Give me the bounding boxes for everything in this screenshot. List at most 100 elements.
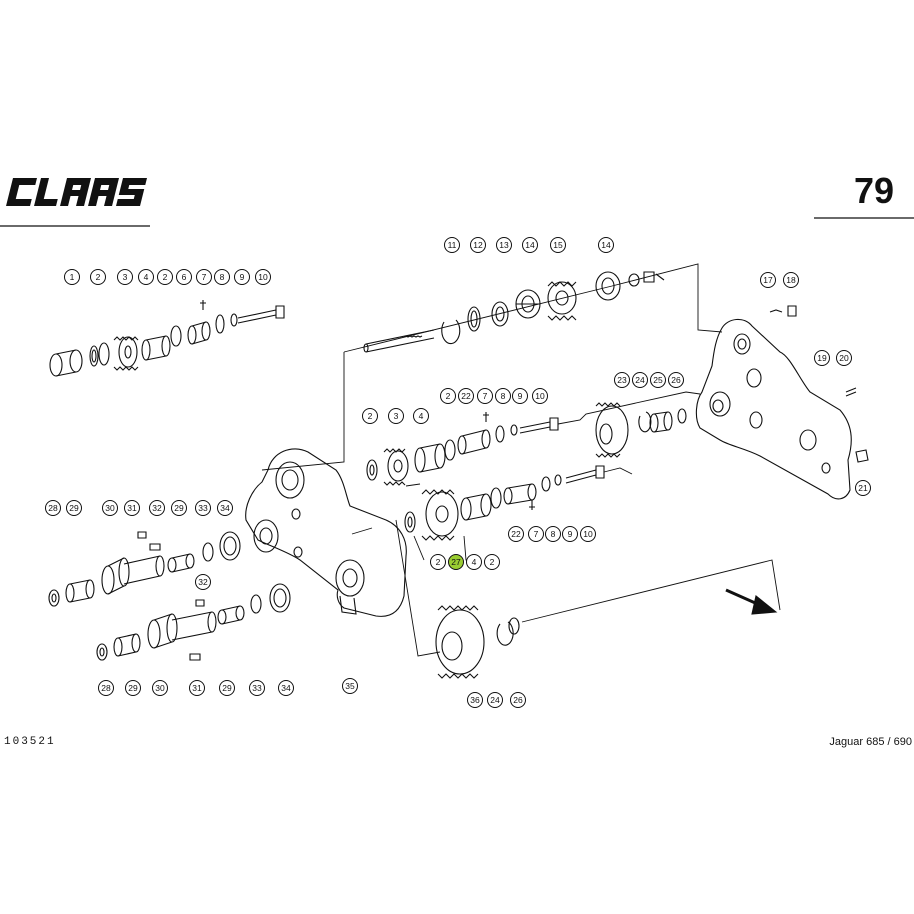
- callout-number: 24: [635, 375, 645, 385]
- claas-logo: [6, 178, 148, 206]
- callout-circle: [467, 692, 483, 708]
- callout-number: 9: [240, 272, 245, 282]
- callout-number: 4: [472, 557, 477, 567]
- callout-number: 13: [499, 240, 509, 250]
- callout-circle: [66, 500, 82, 516]
- callout-circle: [562, 526, 578, 542]
- callout-c38: 9: [562, 526, 578, 542]
- callout-circle: [550, 237, 566, 253]
- top-shaft-group: [363, 271, 665, 353]
- callout-number: 7: [483, 391, 488, 401]
- callout-circle: [487, 692, 503, 708]
- leader-lines: [261, 263, 781, 657]
- model-name: Jaguar 685 / 690: [829, 736, 912, 748]
- callout-c44: 28: [45, 500, 61, 516]
- callout-c30: 9: [512, 388, 528, 404]
- callout-circle: [783, 272, 799, 288]
- callout-c39: 10: [580, 526, 596, 542]
- callout-number: 14: [525, 240, 535, 250]
- callout-circle: [195, 500, 211, 516]
- callout-number: 2: [436, 557, 441, 567]
- callout-number: 25: [653, 375, 663, 385]
- lower-large-gear-group: [435, 605, 520, 679]
- callout-circle: [278, 680, 294, 696]
- callout-c62: 24: [487, 692, 503, 708]
- callout-number: 2: [163, 272, 168, 282]
- callout-circle: [440, 388, 456, 404]
- callout-c24: 25: [650, 372, 666, 388]
- callout-circle: [90, 269, 106, 285]
- callout-c61: 36: [467, 692, 483, 708]
- callout-circle: [814, 350, 830, 366]
- callout-number: 32: [198, 577, 208, 587]
- callout-c42: 4: [466, 554, 482, 570]
- callout-c47: 31: [124, 500, 140, 516]
- callout-number: 2: [368, 411, 373, 421]
- callout-circle: [458, 388, 474, 404]
- callout-circle: [413, 408, 429, 424]
- callout-number: 18: [786, 275, 796, 285]
- callout-number: 14: [601, 240, 611, 250]
- callout-c20: 20: [836, 350, 852, 366]
- callout-number: 12: [473, 240, 483, 250]
- callout-number: 8: [551, 529, 556, 539]
- callout-circle: [528, 526, 544, 542]
- callout-number: 3: [123, 272, 128, 282]
- callout-c2: 2: [90, 269, 106, 285]
- callout-number: 10: [258, 272, 268, 282]
- drawing-number: 103521: [4, 736, 56, 748]
- callout-number: 28: [48, 503, 58, 513]
- callout-c40: 2: [430, 554, 446, 570]
- right-cover-plate: [695, 305, 869, 500]
- callout-number: 19: [817, 353, 827, 363]
- callout-circle: [138, 269, 154, 285]
- callout-number: 26: [513, 695, 523, 705]
- callout-circle: [444, 237, 460, 253]
- callout-c3: 3: [117, 269, 133, 285]
- middle-lower-shaft-group: [404, 465, 605, 541]
- callout-c63: 26: [510, 692, 526, 708]
- main-gear-housing: [245, 448, 407, 617]
- callout-c19: 19: [814, 350, 830, 366]
- callout-number: 34: [281, 683, 291, 693]
- callout-c46: 30: [102, 500, 118, 516]
- callout-circle: [855, 480, 871, 496]
- callout-circle: [45, 500, 61, 516]
- callout-number: 27: [451, 557, 461, 567]
- callout-number: 6: [182, 272, 187, 282]
- callout-number: 1: [70, 272, 75, 282]
- callout-circle: [477, 388, 493, 404]
- callout-number: 4: [144, 272, 149, 282]
- callout-number: 35: [345, 681, 355, 691]
- left-stub-axle-lower: [96, 583, 291, 661]
- callout-circle: [196, 269, 212, 285]
- callout-c51: 34: [217, 500, 233, 516]
- callout-number: 29: [222, 683, 232, 693]
- callout-circle: [171, 500, 187, 516]
- callout-c12: 12: [470, 237, 486, 253]
- callout-number: 4: [419, 411, 424, 421]
- callout-circle: [522, 237, 538, 253]
- callout-c23: 24: [632, 372, 648, 388]
- callout-c45: 29: [66, 500, 82, 516]
- callout-c22: 23: [614, 372, 630, 388]
- callout-c26: 2: [440, 388, 456, 404]
- callout-circle: [64, 269, 80, 285]
- callout-number: 31: [192, 683, 202, 693]
- callout-c13: 13: [496, 237, 512, 253]
- callout-circle: [470, 237, 486, 253]
- callout-circle: [668, 372, 684, 388]
- callout-circle: [512, 388, 528, 404]
- callout-number: 8: [501, 391, 506, 401]
- callout-circle: [495, 388, 511, 404]
- callout-c49: 29: [171, 500, 187, 516]
- callout-c52: 32: [195, 574, 211, 590]
- callout-circle: [532, 388, 548, 404]
- callout-circle: [102, 500, 118, 516]
- callout-number: 29: [69, 503, 79, 513]
- callout-number: 30: [155, 683, 165, 693]
- callout-c55: 30: [152, 680, 168, 696]
- callout-c7: 7: [196, 269, 212, 285]
- callout-c4: 4: [138, 269, 154, 285]
